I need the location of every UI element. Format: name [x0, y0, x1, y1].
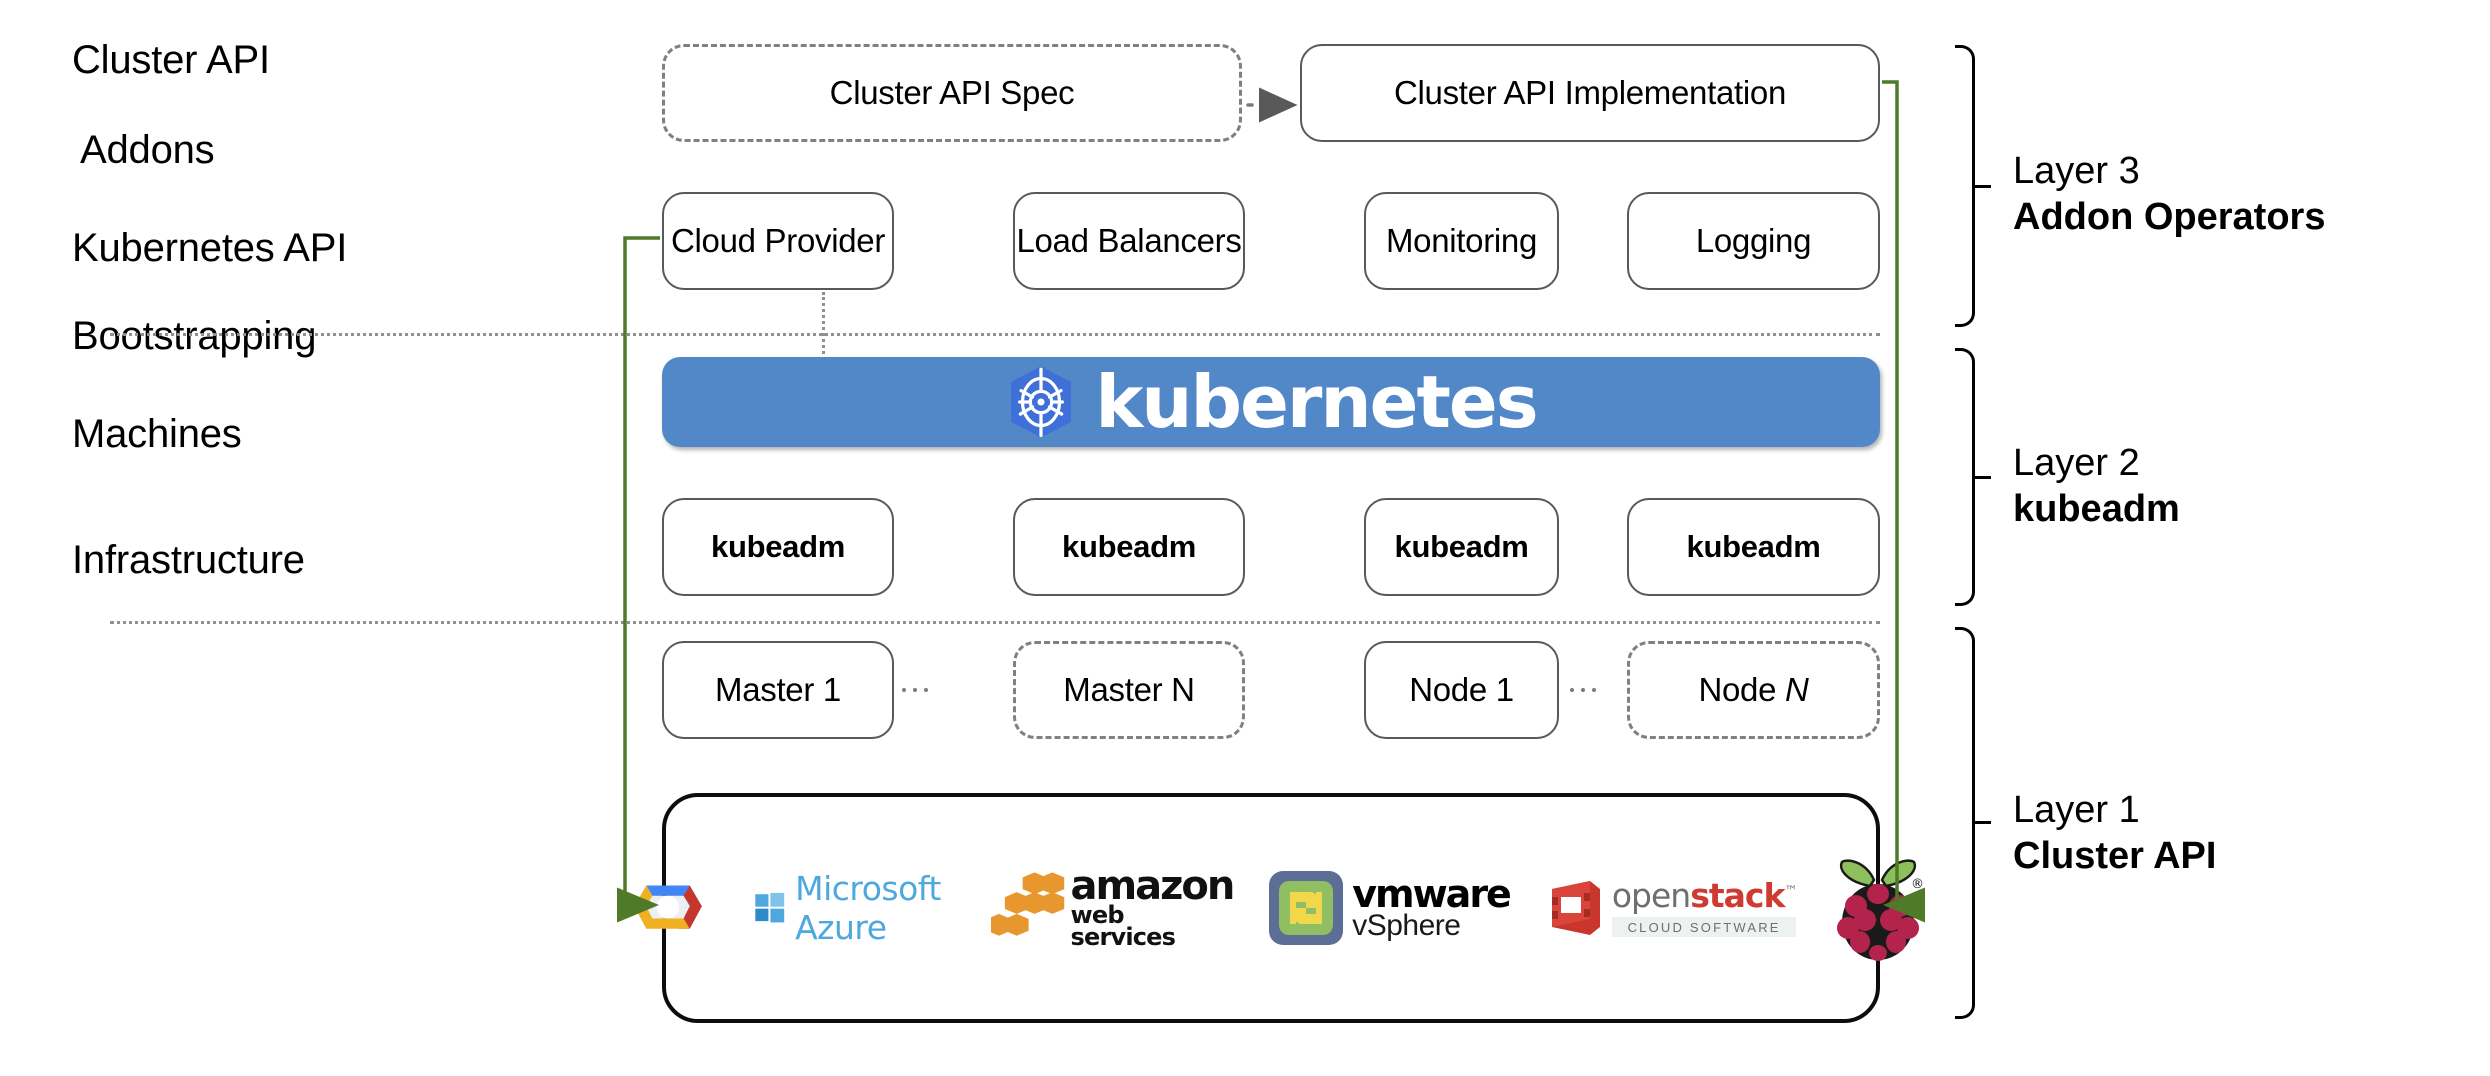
row-label-addons: Addons — [80, 128, 215, 172]
svg-text:®: ® — [1911, 877, 1924, 892]
layer-3-brace — [1955, 45, 1975, 327]
layer-2-line-1: Layer 2 — [2013, 442, 2140, 484]
layer-2-brace — [1955, 348, 1975, 606]
bootstrap-label-4: kubeadm — [1686, 529, 1821, 564]
layer-1-brace-nub — [1975, 821, 1991, 824]
infrastructure-box[interactable]: Microsoft Azure amazon — [633, 793, 1924, 1023]
microsoft-azure-logo[interactable]: Microsoft Azure — [754, 869, 958, 947]
cluster-api-spec-box[interactable]: Cluster API Spec — [662, 44, 1242, 142]
row-label-kubernetes-api: Kubernetes API — [72, 226, 348, 270]
bootstrap-box-3[interactable]: kubeadm — [1364, 498, 1559, 596]
layer-2-line-2: kubeadm — [2013, 488, 2180, 531]
layer-3-label: Layer 3 Addon Operators — [2013, 148, 2325, 241]
bootstrap-label-3: kubeadm — [1394, 529, 1529, 564]
cloud-provider-to-kubernetes-connector — [822, 292, 825, 360]
cloud-provider-to-infrastructure-arrow — [617, 236, 660, 923]
bootstrap-box-4[interactable]: kubeadm — [1627, 498, 1880, 596]
bootstrap-label-1: kubeadm — [711, 529, 845, 564]
kubernetes-wordmark: kubernetes — [1095, 360, 1538, 444]
aws-webservices-label: web services — [1070, 901, 1176, 952]
cluster-api-implementation-box[interactable]: Cluster API Implementation — [1300, 44, 1880, 142]
addon-box-logging[interactable]: Logging — [1627, 192, 1880, 290]
machine-box-master-n[interactable]: Master N — [1013, 641, 1245, 739]
addon-box-load-balancers[interactable]: Load Balancers — [1013, 192, 1245, 290]
row-label-machines: Machines — [72, 412, 242, 456]
machine-box-node-n[interactable]: Node N — [1627, 641, 1880, 739]
layer-1-line-1: Layer 1 — [2013, 789, 2140, 831]
row-label-infrastructure: Infrastructure — [72, 538, 305, 582]
addon-box-monitoring[interactable]: Monitoring — [1364, 192, 1559, 290]
google-cloud-icon[interactable] — [616, 856, 720, 960]
openstack-open-label: open — [1611, 876, 1691, 915]
layer-1-brace — [1955, 627, 1975, 1019]
addon-label-monitoring: Monitoring — [1385, 222, 1538, 259]
addon-label-logging: Logging — [1695, 222, 1812, 259]
aws-amazon-label: amazon — [1070, 862, 1235, 909]
vmware-label: vmware — [1352, 871, 1512, 916]
aws-logo[interactable]: amazon web services — [991, 862, 1235, 952]
kubernetes-banner[interactable]: kubernetes — [662, 357, 1880, 447]
machines-ellipsis-master — [902, 688, 928, 692]
layer-3-line-2: Addon Operators — [2013, 196, 2326, 239]
layer-separator-bottom — [110, 621, 1880, 624]
kubernetes-helm-icon — [1005, 365, 1077, 439]
layer-2-brace-nub — [1975, 476, 1991, 479]
layer-2-label: Layer 2 kubeadm — [2013, 440, 2180, 533]
infrastructure-provider-list: Microsoft Azure amazon — [633, 854, 1924, 962]
openstack-stack-label: stack — [1690, 876, 1785, 915]
layer-3-line-1: Layer 3 — [2013, 150, 2140, 192]
cluster-api-spec-label: Cluster API Spec — [829, 74, 1075, 111]
raspberry-pi-logo[interactable]: ® — [1830, 854, 1926, 962]
vmware-vsphere-logo[interactable]: vmware vSphere — [1268, 870, 1512, 946]
row-label-cluster-api: Cluster API — [72, 38, 270, 82]
layer-1-label: Layer 1 Cluster API — [2013, 787, 2216, 880]
openstack-logo[interactable]: openstack™ CLOUD SOFTWARE — [1544, 877, 1797, 939]
bootstrap-box-1[interactable]: kubeadm — [662, 498, 894, 596]
openstack-tagline: CLOUD SOFTWARE — [1611, 917, 1797, 937]
machine-label-node-1: Node 1 — [1409, 671, 1514, 708]
microsoft-azure-label: Microsoft Azure — [795, 869, 941, 947]
layer-3-brace-nub — [1975, 185, 1991, 188]
machine-label-master-n: Master N — [1063, 671, 1195, 708]
layer-separator-top — [110, 333, 1880, 336]
bootstrap-label-2: kubeadm — [1062, 529, 1196, 564]
row-label-bootstrapping: Bootstrapping — [72, 314, 317, 358]
machine-label-node-n: Node N — [1698, 671, 1809, 708]
addon-label-cloud-provider: Cloud Provider — [670, 222, 886, 259]
machine-box-master-1[interactable]: Master 1 — [662, 641, 894, 739]
layer-1-line-2: Cluster API — [2013, 835, 2217, 878]
cluster-api-to-infrastructure-arrow — [1882, 80, 1925, 923]
bootstrap-box-2[interactable]: kubeadm — [1013, 498, 1245, 596]
machine-box-node-1[interactable]: Node 1 — [1364, 641, 1559, 739]
vsphere-label: vSphere — [1352, 908, 1461, 942]
machines-ellipsis-node — [1570, 688, 1596, 692]
cluster-api-implementation-label: Cluster API Implementation — [1393, 74, 1787, 111]
addon-box-cloud-provider[interactable]: Cloud Provider — [662, 192, 894, 290]
machine-label-master-1: Master 1 — [715, 671, 841, 708]
addon-label-load-balancers: Load Balancers — [1016, 222, 1242, 259]
